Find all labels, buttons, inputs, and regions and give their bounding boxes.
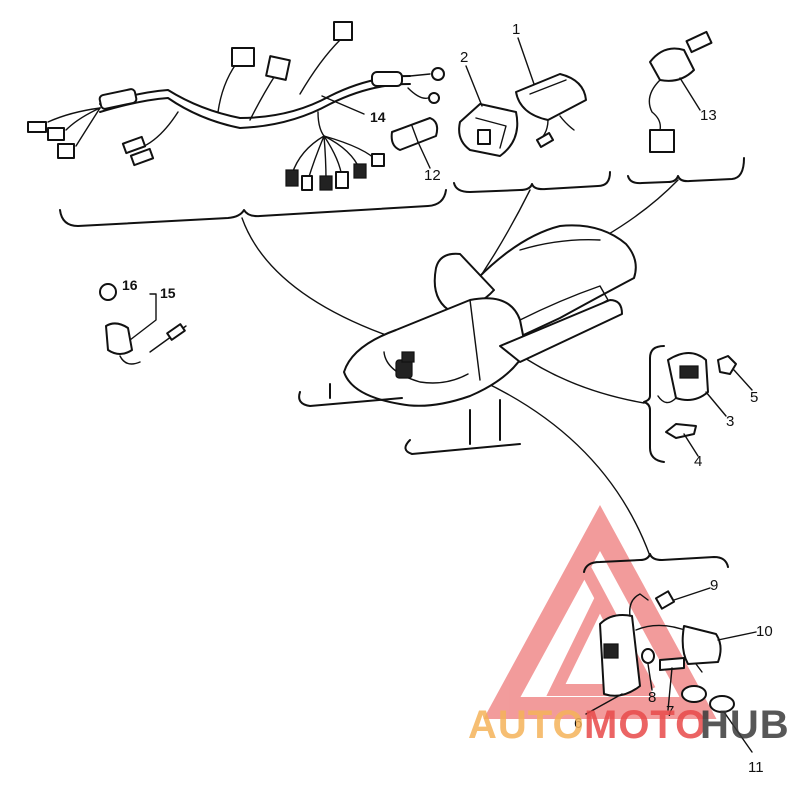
callout-3: 3 — [726, 413, 734, 430]
callout-14: 14 — [370, 109, 386, 125]
ignition-coil — [599, 593, 691, 697]
bracket-cdi-group — [453, 171, 611, 193]
snowmobile-illustration — [298, 224, 637, 455]
coil-bolt — [659, 657, 685, 671]
callout-1: 1 — [512, 21, 520, 38]
watermark-auto: AUTO — [468, 703, 585, 747]
watermark-hub: HUB — [700, 703, 790, 747]
bolt — [665, 423, 697, 439]
cdi-cover — [458, 103, 519, 157]
regulator — [657, 352, 709, 404]
callout-numbers: 1 2 3 4 5 6 7 8 9 10 11 12 13 14 15 16 — [122, 21, 773, 776]
watermark-text: AUTO MOTO HUB — [468, 703, 790, 747]
callout-2: 2 — [460, 49, 468, 66]
callout-10: 10 — [756, 623, 773, 640]
watermark-logo — [483, 504, 717, 719]
rubber-grommets — [681, 685, 735, 713]
bracket-main-switch-group — [627, 157, 745, 185]
plug-cap-clip — [654, 590, 676, 610]
callout-9: 9 — [710, 577, 718, 594]
callout-4: 4 — [694, 453, 702, 470]
callout-6: 6 — [574, 715, 582, 732]
callout-7: 7 — [666, 703, 674, 720]
main-switch — [648, 30, 713, 153]
coil-spacer — [641, 648, 655, 664]
callout-16: 16 — [122, 277, 138, 293]
cdi-unit — [515, 73, 587, 148]
callout-13: 13 — [700, 107, 717, 124]
nut — [717, 355, 737, 375]
callout-12: 12 — [424, 167, 441, 184]
spark-plug-cap — [681, 625, 722, 673]
bulb-socket-assembly — [99, 283, 187, 365]
wire-harness — [27, 21, 445, 191]
callout-11: 11 — [748, 759, 764, 776]
callout-leaders — [321, 37, 757, 753]
callout-8: 8 — [648, 689, 656, 706]
watermark-moto: MOTO — [584, 703, 707, 747]
bracket-regulator-group — [643, 345, 665, 463]
callout-15: 15 — [160, 285, 176, 301]
callout-5: 5 — [750, 389, 758, 406]
bracket-harness-group — [59, 189, 447, 227]
